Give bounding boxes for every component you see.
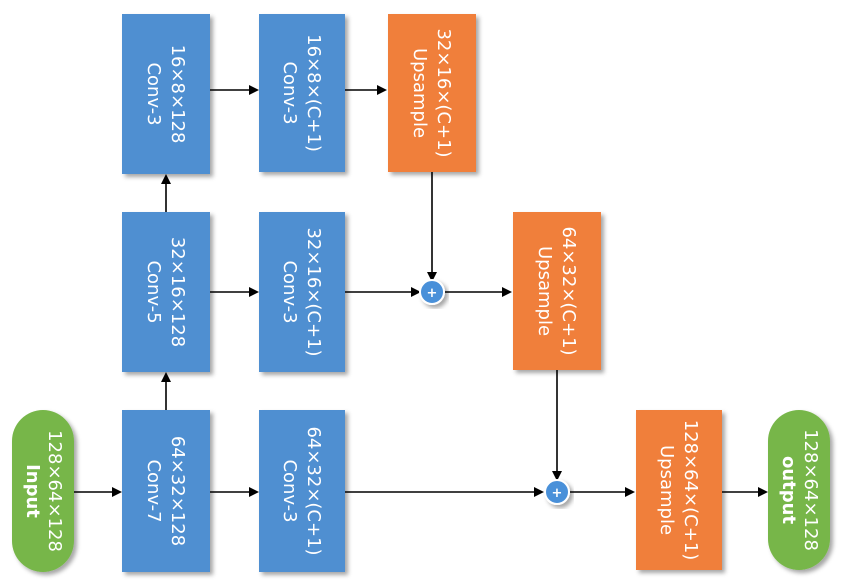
upsample-top-size-label: 32×16×(C+1) <box>433 28 454 157</box>
upsample-top-box: 32×16×(C+1) Upsample <box>388 14 476 172</box>
upsample-bottom-box: 128×64×(C+1) Upsample <box>636 410 722 570</box>
conv3-bottom-size-label: 64×32×(C+1) <box>303 426 324 555</box>
conv5-box: 32×16×128 Conv-5 <box>122 212 210 372</box>
edges <box>74 85 768 497</box>
upsample-middle-op-label: Upsample <box>534 246 555 336</box>
conv5-op-label: Conv-5 <box>143 260 164 323</box>
conv3-bottom-box: 64×32×(C+1) Conv-3 <box>259 410 345 572</box>
conv3-top-size-label: 16×8×128 <box>167 45 188 144</box>
conv3-top-box: 16×8×128 Conv-3 <box>122 14 210 174</box>
output-label: output <box>778 456 799 524</box>
conv3-upper-op-label: Conv-3 <box>279 61 300 124</box>
conv3-top-op-label: Conv-3 <box>143 62 164 125</box>
upsample-middle-box: 64×32×(C+1) Upsample <box>513 212 601 370</box>
upsample-bottom-op-label: Upsample <box>656 445 677 535</box>
conv3-middle-box: 32×16×(C+1) Conv-3 <box>259 212 345 372</box>
conv5-size-label: 32×16×128 <box>167 237 188 347</box>
conv7-size-label: 64×32×128 <box>167 436 188 546</box>
upsample-top-op-label: Upsample <box>409 48 430 138</box>
input-terminal: 128×64×128 Input <box>12 410 74 572</box>
input-size-label: 128×64×128 <box>44 430 65 552</box>
upsample-middle-size-label: 64×32×(C+1) <box>558 226 579 355</box>
input-label: Input <box>22 464 43 518</box>
plus-icon: + <box>427 286 438 301</box>
conv7-box: 64×32×128 Conv-7 <box>122 410 210 572</box>
conv7-op-label: Conv-7 <box>143 459 164 522</box>
sum-node-bottom: + <box>544 479 570 505</box>
output-terminal: 128×64×128 output <box>768 410 830 570</box>
conv3-middle-op-label: Conv-3 <box>279 260 300 323</box>
conv3-upper-size-label: 16×8×(C+1) <box>303 34 324 152</box>
conv3-upper-box: 16×8×(C+1) Conv-3 <box>259 14 345 172</box>
output-size-label: 128×64×128 <box>800 429 821 551</box>
conv3-middle-size-label: 32×16×(C+1) <box>303 227 324 356</box>
upsample-bottom-size-label: 128×64×(C+1) <box>680 420 701 561</box>
sum-node-middle: + <box>419 279 445 305</box>
plus-icon: + <box>552 486 563 501</box>
conv3-bottom-op-label: Conv-3 <box>279 459 300 522</box>
